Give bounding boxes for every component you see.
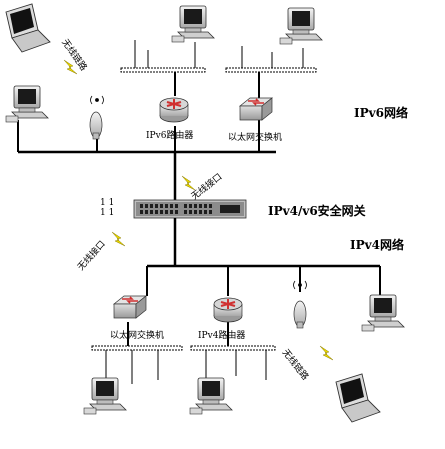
ipv4-router-label: IPv4路由器 (198, 331, 246, 341)
ipv6-switch (239, 97, 273, 121)
ipv4-laptop (335, 373, 381, 423)
ipv4-router (212, 296, 244, 324)
gateway-port-mark: 1 1 (100, 208, 115, 218)
ipv6-router-segment (120, 40, 206, 73)
ipv6-router-label: IPv6路由器 (146, 131, 194, 141)
ipv4-pc-bottom-left (83, 377, 127, 415)
ipv4-switch-label: 以太网交换机 (110, 331, 165, 341)
ipv6-router (158, 96, 190, 124)
wifi-signal-icon (293, 280, 307, 290)
ipv6-pc-left (5, 85, 49, 123)
ipv6-switch-segment (225, 46, 317, 73)
ipv4-wireless-ap (293, 300, 307, 329)
ipv4-v6-security-gateway (133, 199, 247, 219)
ipv6-laptop (5, 3, 51, 53)
gateway-label: IPv4/v6安全网关 (268, 204, 366, 218)
ipv6-switch-label: 以太网交换机 (228, 133, 283, 143)
ipv4-network-label: IPv4网络 (350, 238, 404, 252)
ipv6-wireless-ap (89, 111, 103, 140)
ipv6-pc-top-center (171, 5, 215, 43)
wifi-signal-icon (90, 95, 104, 105)
ipv6-network-label: IPv6网络 (354, 106, 408, 120)
ipv4-pc-right (361, 294, 405, 332)
gateway-left-wireless-bolt (111, 231, 126, 247)
ipv4-router-segment (190, 345, 276, 382)
ipv4-switch-segment (91, 345, 183, 384)
ipv6-pc-top-right (279, 7, 323, 45)
ipv4-wireless-link-bolt (319, 345, 334, 361)
ipv4-switch (113, 295, 147, 319)
ipv4-pc-bottom-center (189, 377, 233, 415)
gateway-port-mark: 1 1 (100, 198, 115, 208)
